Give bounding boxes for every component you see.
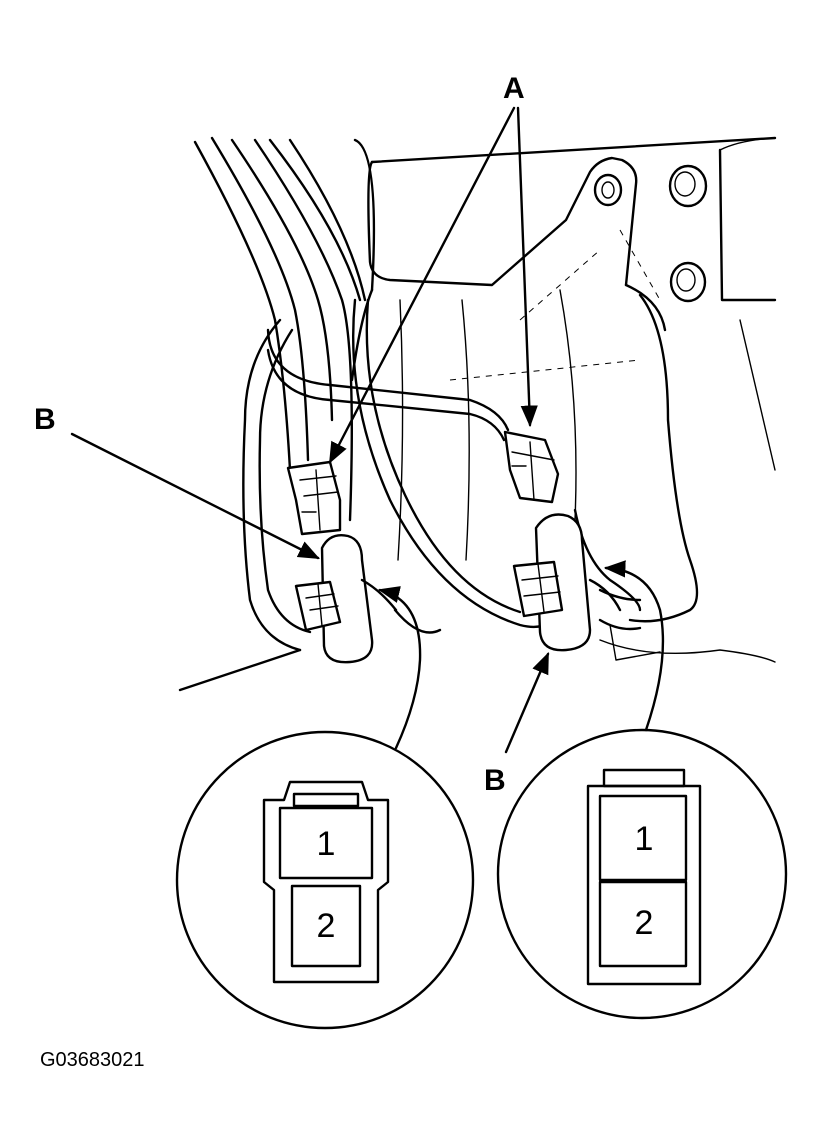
leader-lines [70, 106, 665, 754]
mounting-bracket [367, 136, 777, 471]
left-inset-pin-2-label: 2 [317, 907, 336, 945]
callout-b-left: B [34, 403, 56, 436]
inset-left [175, 730, 475, 1030]
inset-right [496, 728, 788, 1020]
connector-a-left [286, 460, 342, 536]
left-inset-pin-1-label: 1 [317, 825, 336, 863]
right-inset-pin-1-label: 1 [635, 820, 654, 858]
wire-harness [193, 136, 642, 652]
callout-b-right: B [484, 764, 506, 797]
sensor-b-right [512, 513, 642, 652]
sensor-b-left [294, 534, 398, 664]
connector-a-right [503, 430, 560, 504]
callout-a: A [503, 72, 525, 105]
right-inset-pin-2-label: 2 [635, 904, 654, 942]
figure-id: G03683021 [40, 1049, 145, 1071]
